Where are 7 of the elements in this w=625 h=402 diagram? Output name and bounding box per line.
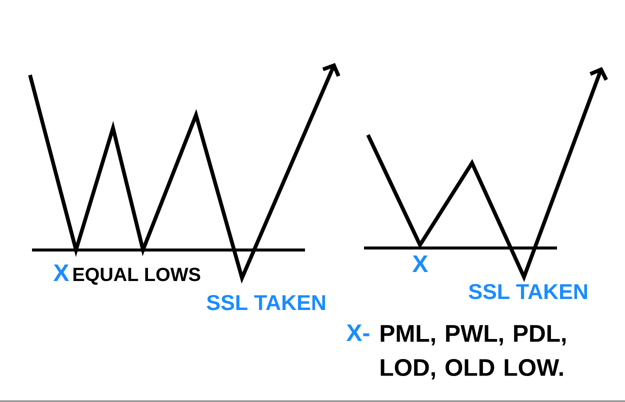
sweep-label: SSL TAKEN (206, 294, 325, 310)
point-label: X (53, 264, 69, 281)
note-prefix: X- (346, 324, 370, 341)
level-label: EQUAL LOWS (73, 268, 200, 285)
note-text: PML, PWL, PDL, LOD, OLD LOW. (380, 325, 566, 380)
sweep-label: SSL TAKEN (468, 284, 587, 300)
point-label: X (412, 255, 428, 272)
